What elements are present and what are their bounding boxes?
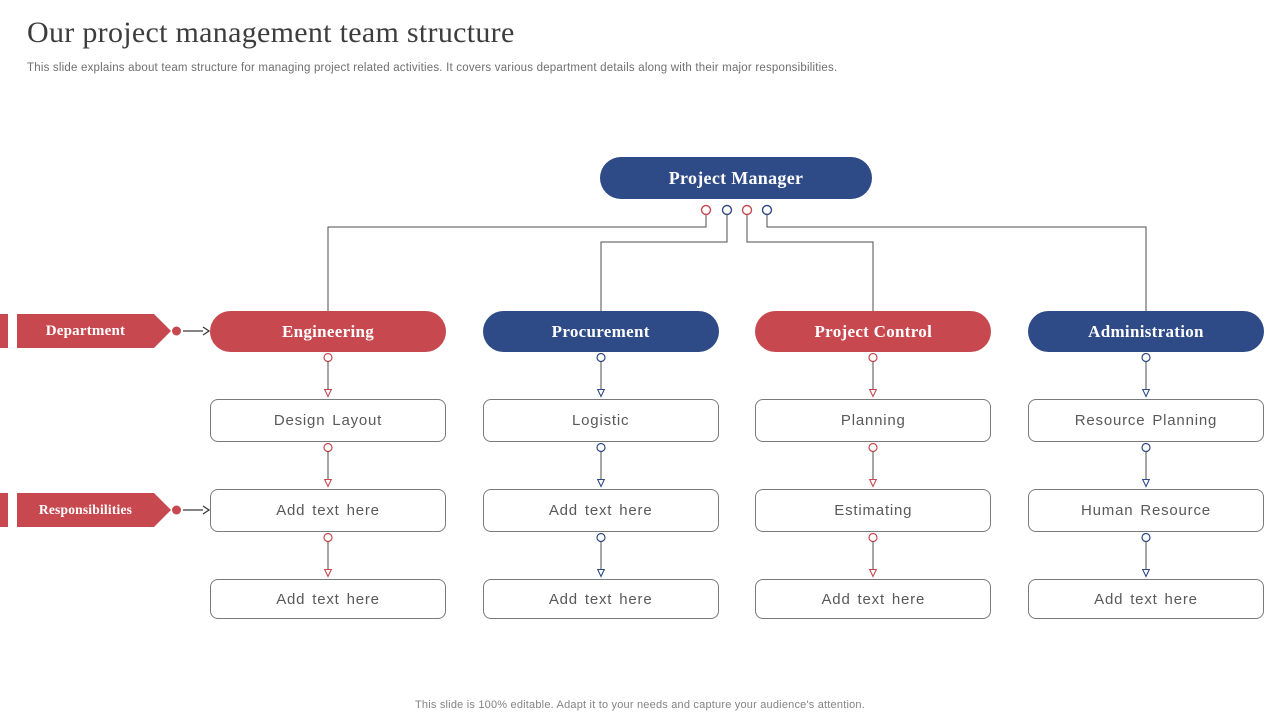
down-arrow-connector-icon: [1141, 532, 1151, 578]
tag-edge-bar: [0, 314, 8, 348]
responsibility-box-label: Add text here: [821, 590, 926, 608]
connector-dot-icon: [721, 204, 733, 216]
department-pill[interactable]: Engineering: [210, 311, 446, 352]
tag-dot-icon: [172, 326, 181, 336]
connector-line-project-control: [746, 214, 874, 311]
department-tag: Department: [0, 314, 215, 348]
down-arrow-connector-icon: [323, 352, 333, 398]
responsibility-box[interactable]: Add text here: [210, 579, 446, 619]
down-arrow-connector-icon: [868, 442, 878, 488]
right-arrow-icon: [183, 505, 210, 515]
down-arrow-connector-icon: [323, 532, 333, 578]
department-pill-label: Project Control: [814, 321, 933, 341]
right-arrow-icon: [183, 326, 210, 336]
down-arrow-connector-icon: [1141, 352, 1151, 398]
responsibility-box-label: Planning: [840, 412, 906, 429]
responsibility-box-label: Add text here: [276, 502, 380, 519]
footer-note: This slide is 100% editable. Adapt it to…: [415, 699, 865, 711]
responsibility-box[interactable]: Add text here: [1027, 579, 1264, 619]
responsibility-box[interactable]: Planning: [755, 399, 992, 442]
responsibility-box-label: Add text here: [1094, 590, 1198, 608]
down-arrow-connector-icon: [596, 352, 606, 398]
responsibilities-tag-label: Responsibilities: [38, 502, 133, 517]
responsibility-box[interactable]: Logistic: [482, 399, 719, 442]
connector-dot-icon: [761, 204, 773, 216]
down-arrow-connector-icon: [596, 442, 606, 488]
project-manager-pill[interactable]: Project Manager: [600, 157, 872, 199]
connector-line-procurement: [600, 214, 728, 311]
project-manager-label: Project Manager: [668, 167, 804, 188]
responsibilities-tag-banner: Responsibilities: [17, 493, 171, 527]
department-pill-label: Engineering: [281, 321, 375, 341]
org-columns: Engineering Design Layout Add text here …: [210, 311, 1264, 619]
department-tag-banner: Department: [17, 314, 171, 348]
responsibility-box-label: Add text here: [548, 590, 653, 608]
responsibility-box[interactable]: Estimating: [755, 489, 992, 532]
responsibility-box[interactable]: Add text here: [210, 489, 446, 532]
responsibility-box[interactable]: Add text here: [755, 579, 992, 619]
connector-dot-icon: [700, 204, 712, 216]
page-title: Our project management team structure: [27, 16, 515, 49]
responsibilities-tag: Responsibilities: [0, 493, 215, 527]
responsibility-box-label: Resource Planning: [1074, 412, 1218, 429]
down-arrow-connector-icon: [868, 532, 878, 578]
tag-dot-icon: [172, 505, 181, 515]
connector-line-engineering: [327, 214, 707, 311]
connector-line-administration: [766, 214, 1147, 311]
responsibility-box-label: Estimating: [834, 502, 913, 519]
department-tag-label: Department: [45, 322, 126, 339]
department-pill[interactable]: Procurement: [482, 311, 719, 352]
responsibility-box-label: Add text here: [548, 502, 653, 519]
responsibility-box-label: Logistic: [572, 412, 630, 429]
responsibility-box[interactable]: Resource Planning: [1027, 399, 1264, 442]
responsibility-box-label: Add text here: [276, 590, 380, 608]
org-column: Engineering Design Layout Add text here …: [210, 311, 446, 619]
down-arrow-connector-icon: [323, 442, 333, 488]
responsibility-box[interactable]: Add text here: [482, 489, 719, 532]
department-pill-label: Procurement: [551, 321, 650, 341]
department-pill[interactable]: Project Control: [755, 311, 992, 352]
responsibility-box[interactable]: Design Layout: [210, 399, 446, 442]
org-column: Project Control Planning Estimating Add …: [755, 311, 992, 619]
org-column: Administration Resource Planning Human R…: [1027, 311, 1264, 619]
connector-dot-icon: [741, 204, 753, 216]
responsibility-box[interactable]: Human Resource: [1027, 489, 1264, 532]
department-pill-label: Administration: [1088, 321, 1204, 341]
down-arrow-connector-icon: [1141, 442, 1151, 488]
tag-edge-bar: [0, 493, 8, 527]
responsibility-box-label: Human Resource: [1081, 502, 1211, 519]
page-subtitle: This slide explains about team structure…: [27, 62, 838, 74]
down-arrow-connector-icon: [868, 352, 878, 398]
responsibility-box-label: Design Layout: [273, 412, 383, 429]
down-arrow-connector-icon: [596, 532, 606, 578]
responsibility-box[interactable]: Add text here: [482, 579, 719, 619]
org-column: Procurement Logistic Add text here Add t…: [482, 311, 719, 619]
department-pill[interactable]: Administration: [1027, 311, 1264, 352]
